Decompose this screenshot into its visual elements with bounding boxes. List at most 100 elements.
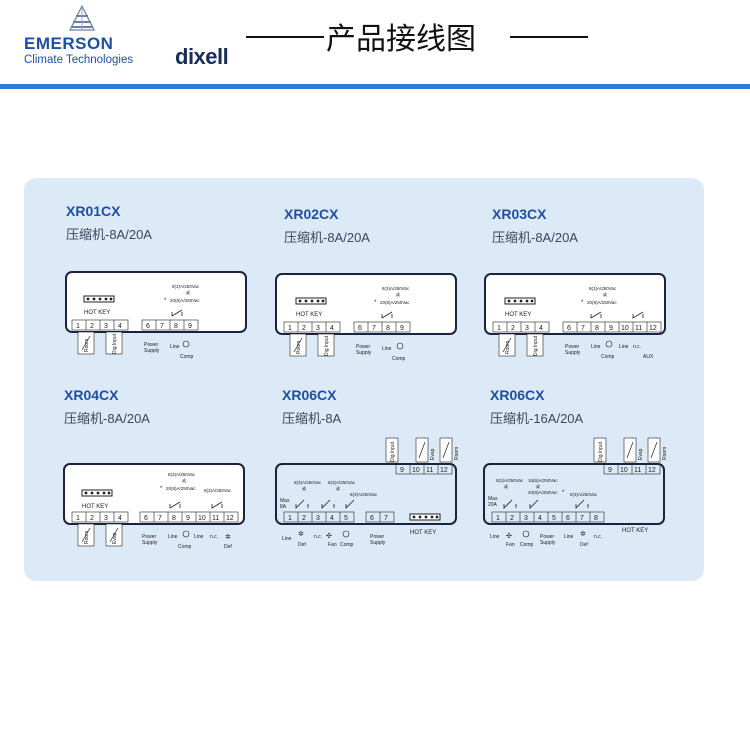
hot-key-connector xyxy=(504,297,536,305)
model-spec: 压缩机-8A/20A xyxy=(66,227,152,242)
room-label: Room xyxy=(84,339,90,352)
room-label: Room xyxy=(84,531,90,544)
rating-label: 5(2)A/250Vac xyxy=(496,478,524,483)
fan-icon: ✣ xyxy=(506,532,512,540)
fan-label: Fan xyxy=(328,542,337,548)
room-probe-icon xyxy=(439,437,453,463)
model-spec: 压缩机-8A/20A xyxy=(284,230,370,245)
svg-text:6: 6 xyxy=(567,325,571,332)
def-label: Def xyxy=(224,544,232,550)
rating-label: 8(3)A/250Vac xyxy=(382,286,410,291)
fan-icon: ✣ xyxy=(326,532,332,540)
svg-text:9: 9 xyxy=(400,325,404,332)
max-label: Max xyxy=(280,498,290,504)
svg-text:2: 2 xyxy=(510,515,514,522)
svg-text:4: 4 xyxy=(330,515,334,522)
room-probe-icon xyxy=(647,437,661,463)
svg-text:6: 6 xyxy=(146,323,150,330)
model-title: XR02CX xyxy=(284,206,339,222)
hot-key-connector xyxy=(81,489,113,497)
hot-key-label: HOT KEY xyxy=(622,528,648,534)
svg-text:1: 1 xyxy=(76,515,80,522)
svg-text:*: * xyxy=(164,298,167,304)
rating-label: 8(3)A/250Vac xyxy=(172,284,200,289)
model-spec: 压缩机-8A xyxy=(282,411,342,426)
line-label: Line xyxy=(619,344,629,350)
hot-key-label: HOT KEY xyxy=(82,504,108,510)
svg-text:9: 9 xyxy=(609,325,613,332)
terminal-block xyxy=(283,511,395,523)
svg-text:7: 7 xyxy=(384,515,388,522)
dig-input-icon xyxy=(385,437,399,463)
line-label: Line xyxy=(194,534,204,540)
model-title: XR06CX xyxy=(490,387,545,403)
max-label: 8A xyxy=(280,504,287,510)
hot-key-label: HOT KEY xyxy=(505,312,531,318)
svg-text:9: 9 xyxy=(608,467,612,474)
svg-text:8: 8 xyxy=(595,325,599,332)
wiring-diagram-xr03cx: HOT KEY 8(3)A/250Vac 或 * 20(8)A/250Vac 1… xyxy=(484,273,666,360)
or-label: 或 xyxy=(336,485,340,491)
svg-text:2: 2 xyxy=(302,325,306,332)
svg-text:5: 5 xyxy=(552,515,556,522)
rating-label: 20(8)A/250Vac xyxy=(528,490,558,495)
svg-text:8: 8 xyxy=(594,515,598,522)
terminal-block xyxy=(283,321,411,333)
comp-label: Comp xyxy=(180,354,194,360)
room-probe-icon xyxy=(77,331,95,355)
def-label: Def xyxy=(298,542,306,548)
aux-label: AUX xyxy=(643,354,654,360)
rating-label: 8(3)A/250Vac xyxy=(168,472,196,477)
svg-text:12: 12 xyxy=(649,325,657,332)
svg-text:5: 5 xyxy=(344,515,348,522)
svg-text:9: 9 xyxy=(186,515,190,522)
line-label: Line xyxy=(282,536,292,542)
rating-label: 8(3)A/250Vac xyxy=(589,286,617,291)
wiring-diagram-xr02cx: HOT KEY 8(3)A/250Vac 或 * 20(8)A/250Vac 1… xyxy=(275,273,457,362)
power-supply-label: Power xyxy=(540,534,555,540)
svg-text:11: 11 xyxy=(212,515,219,522)
compressor-icon xyxy=(342,530,350,538)
brand-subtitle: Climate Technologies xyxy=(24,54,134,66)
svg-text:6: 6 xyxy=(566,515,570,522)
svg-text:9: 9 xyxy=(188,323,192,330)
max-label: 20A xyxy=(488,502,498,508)
line-label: Line xyxy=(170,344,180,350)
dig-input-icon xyxy=(593,437,607,463)
power-supply-label: Supply xyxy=(370,540,386,546)
hot-key-label: HOT KEY xyxy=(410,530,436,536)
dig-input-label: Dig Input xyxy=(112,333,118,354)
svg-text:*: * xyxy=(562,490,565,496)
rating-label: 8(3)A/250Vac xyxy=(204,488,232,493)
hot-key-connector xyxy=(83,295,115,303)
svg-text:7: 7 xyxy=(581,325,585,332)
room-probe-icon xyxy=(498,333,516,357)
evap-probe-icon xyxy=(623,437,637,463)
room-probe-icon xyxy=(77,523,95,547)
power-supply-label: Supply xyxy=(540,540,556,546)
terminal-block xyxy=(71,319,199,331)
rating-label: 20(8)A/250Vac xyxy=(380,300,410,305)
svg-text:8: 8 xyxy=(172,515,176,522)
svg-text:4: 4 xyxy=(118,515,122,522)
dig-input-label: Dig Input xyxy=(390,441,396,462)
rating-label: 8(3)A/250Vac xyxy=(328,480,356,485)
power-supply-label: Supply xyxy=(565,350,581,356)
nc-label: n.c. xyxy=(314,534,322,540)
room-label: Room xyxy=(505,341,511,354)
nc-label: n.c. xyxy=(210,534,218,540)
svg-text:3: 3 xyxy=(524,515,528,522)
rating-label: 8(3)A/250Vac xyxy=(350,492,378,497)
rating-label: 20(8)A/250Vac xyxy=(170,298,200,303)
defrost-icon: ✲ xyxy=(225,533,231,541)
svg-text:4: 4 xyxy=(118,323,122,330)
dig-input-label: Dig Input xyxy=(533,335,539,356)
evap-label: Evap xyxy=(112,532,118,544)
svg-text:1: 1 xyxy=(76,323,80,330)
comp-label: Comp xyxy=(520,542,534,548)
power-supply-label: Power xyxy=(144,342,159,348)
compressor-icon xyxy=(605,340,613,348)
room-label: Room xyxy=(296,341,302,354)
room-probe-icon xyxy=(289,333,307,357)
defrost-icon: ✲ xyxy=(580,530,586,538)
